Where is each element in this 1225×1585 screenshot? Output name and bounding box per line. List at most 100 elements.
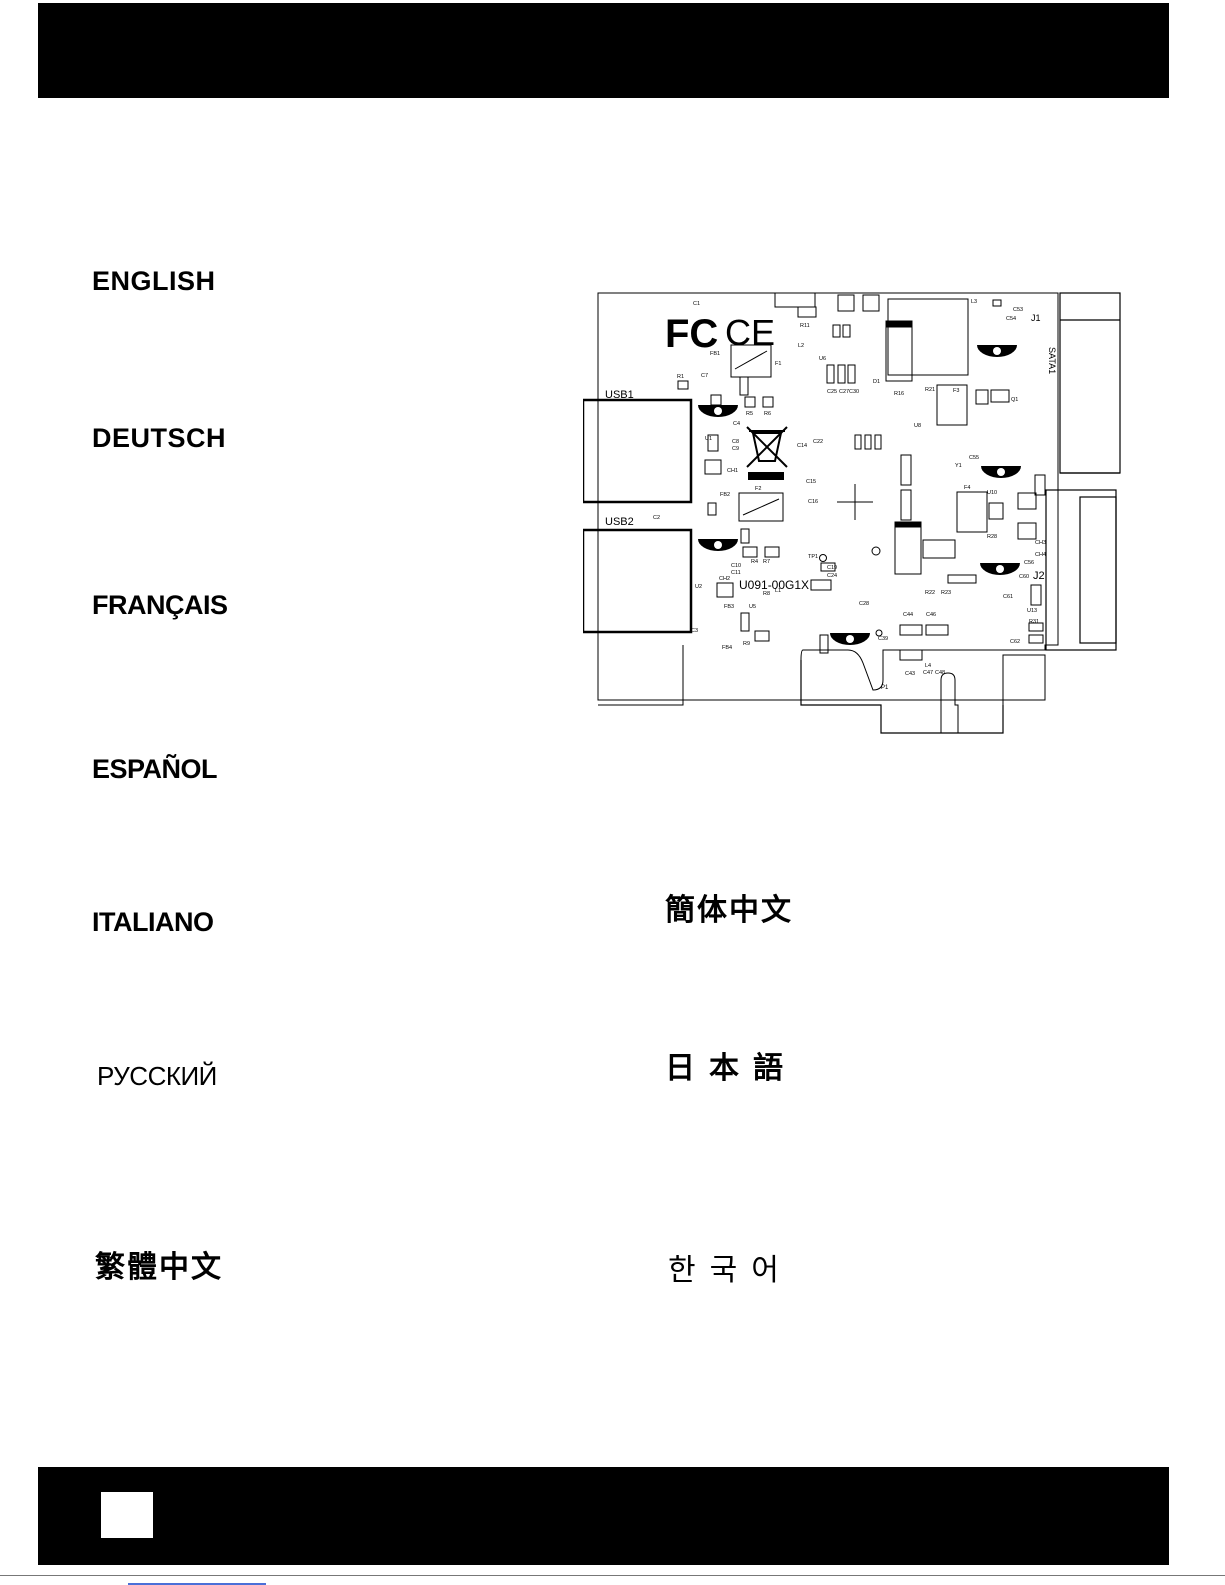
label-c8: C8: [732, 439, 739, 445]
label-c61: C61: [1003, 594, 1013, 600]
label-c3: C3: [691, 628, 698, 634]
label-l4: L4: [925, 663, 931, 669]
label-c62: C62: [1010, 639, 1020, 645]
u10-block: [894, 521, 922, 575]
label-ch1: CH1: [727, 468, 738, 474]
j2-connector: [1045, 489, 1117, 651]
language-korean: 한국어: [668, 1253, 793, 1288]
language-russian: РУССКИЙ: [97, 1061, 217, 1091]
fcc-logo-text: FC: [665, 312, 718, 356]
label-r9: R9: [743, 641, 750, 647]
label-u13: U13: [1027, 608, 1037, 614]
label-fb4: FB4: [722, 645, 732, 651]
label-c46: C46: [926, 612, 936, 618]
label-c47: C47: [923, 670, 933, 676]
label-c14: C14: [797, 443, 807, 449]
label-c44: C44: [903, 612, 913, 618]
label-c11: C11: [731, 570, 741, 576]
footer-rule: [0, 1575, 1225, 1576]
label-r11: R11: [800, 323, 810, 329]
f2-block: [738, 492, 784, 522]
label-c19: C19: [827, 565, 837, 571]
language-traditional-chinese: 繁體中文: [95, 1250, 223, 1285]
label-c27: C27: [839, 389, 849, 395]
label-ch2: CH2: [719, 576, 730, 582]
language-italiano: ITALIANO: [92, 907, 214, 937]
language-japanese: 日本語: [665, 1051, 797, 1086]
label-r23: R23: [941, 590, 951, 596]
label-u10: U10: [987, 490, 997, 496]
label-fb3: FB3: [724, 604, 734, 610]
label-y1: Y1: [955, 463, 962, 469]
board-outline: [597, 292, 1059, 734]
usb1-port: [583, 398, 693, 504]
footer-link-underline: [128, 1583, 266, 1585]
label-c60: C60: [1019, 574, 1029, 580]
sata1-label: SATA1: [1047, 347, 1057, 374]
label-c24: C24: [827, 573, 837, 579]
label-fb1: FB1: [710, 351, 720, 357]
ce-logo: CE: [725, 312, 775, 353]
label-c39: C39: [878, 636, 888, 642]
f4-block: [956, 491, 988, 533]
label-f4: F4: [964, 485, 970, 491]
label-c15: C15: [806, 479, 816, 485]
pcie-edge: [800, 660, 1004, 734]
page-number-box: [101, 1492, 153, 1538]
usb1-label: USB1: [605, 389, 634, 401]
label-c2: C2: [653, 515, 660, 521]
board-marking: U091-00G1X: [739, 578, 809, 592]
language-francais: FRANÇAIS: [92, 590, 228, 620]
d1-block: [885, 320, 913, 382]
fb1-block: [730, 344, 772, 378]
language-simplified-chinese: 簡体中文: [665, 893, 793, 928]
label-c7: C7: [701, 373, 708, 379]
fcc-logo: FC: [665, 312, 718, 356]
label-c48: C48: [935, 670, 945, 676]
label-q1: Q1: [1011, 397, 1018, 403]
label-u5: U5: [749, 604, 756, 610]
usb2-label: USB2: [605, 516, 634, 528]
label-c22: C22: [813, 439, 823, 445]
language-espanol: ESPAÑOL: [92, 754, 218, 784]
label-r28: R28: [987, 534, 997, 540]
label-r5: R5: [746, 411, 753, 417]
sata-connector: [1059, 292, 1121, 474]
label-ch3: CH3: [1035, 540, 1046, 546]
label-c54: C54: [1006, 316, 1016, 322]
label-c1: C1: [693, 301, 700, 307]
label-ch4: CH4: [1035, 552, 1046, 558]
label-l3: L3: [971, 299, 977, 305]
language-english: ENGLISH: [92, 266, 216, 296]
label-r31: R31: [1029, 619, 1039, 625]
label-r21: R21: [925, 387, 935, 393]
label-fb2: FB2: [720, 492, 730, 498]
label-u2: U2: [695, 584, 702, 590]
label-tp1: TP1: [808, 554, 818, 560]
label-r16: R16: [894, 391, 904, 397]
j2-label: J2: [1033, 570, 1045, 582]
label-f2: F2: [755, 486, 761, 492]
header-bar: [38, 3, 1169, 98]
label-l2: L2: [798, 343, 804, 349]
label-d1: D1: [873, 379, 880, 385]
weee-bin-icon: [746, 426, 788, 480]
label-c56: C56: [1024, 560, 1034, 566]
label-r6: R6: [764, 411, 771, 417]
label-f1: F1: [775, 361, 781, 367]
label-r4: R4: [751, 559, 758, 565]
label-c9: C9: [732, 446, 739, 452]
label-c53: C53: [1013, 307, 1023, 313]
label-c30: C30: [849, 389, 859, 395]
l3-inductor: [887, 298, 969, 376]
label-f3: F3: [953, 388, 959, 394]
language-deutsch: DEUTSCH: [92, 423, 227, 453]
f3-block: [936, 384, 968, 426]
label-r7: R7: [763, 559, 770, 565]
label-u1: U1: [705, 436, 712, 442]
label-c10: C10: [731, 563, 741, 569]
label-c4: C4: [733, 421, 740, 427]
mounting-holes: [698, 345, 1021, 645]
usb2-port: [583, 528, 693, 634]
label-l1: L1: [775, 588, 781, 594]
